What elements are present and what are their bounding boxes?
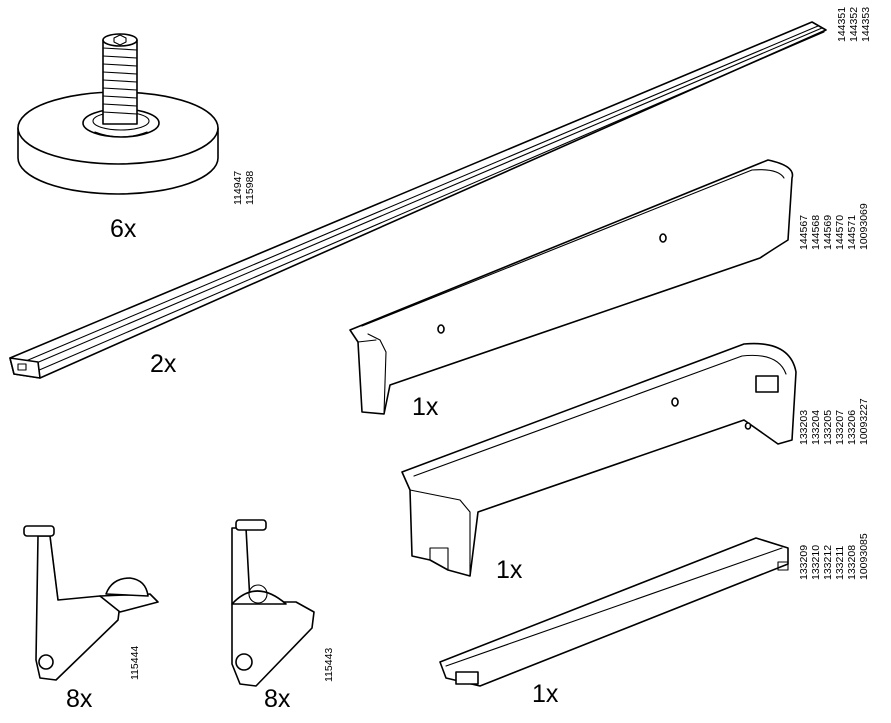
- clip-a-part-numbers: 115444: [129, 646, 141, 680]
- clip-b-quantity: 8x: [264, 685, 291, 713]
- part-number: 133206: [846, 410, 858, 445]
- part-number: 144568: [810, 215, 822, 250]
- cross-bar-quantity: 1x: [532, 680, 559, 708]
- part-number: 133204: [810, 410, 822, 445]
- part-number: 133212: [822, 545, 834, 580]
- cross-bar-icon: [439, 537, 789, 687]
- part-number: 144567: [798, 215, 810, 250]
- part-number: 133210: [810, 545, 822, 580]
- leveling-foot-quantity: 6x: [110, 215, 137, 243]
- side-bracket-part-numbers: 144567 144568 144569 144570 144571 10093…: [798, 203, 870, 250]
- side-bracket-quantity: 1x: [412, 393, 439, 421]
- clip-a-quantity: 8x: [66, 685, 93, 713]
- part-number: 10093069: [858, 203, 870, 250]
- part-number: 133211: [834, 546, 846, 580]
- u-bracket-icon: [401, 342, 797, 577]
- part-number: 133209: [798, 545, 810, 580]
- part-number: 144351: [836, 7, 848, 42]
- part-number: 115988: [244, 171, 256, 205]
- u-bracket-quantity: 1x: [496, 556, 523, 584]
- part-number: 144570: [834, 215, 846, 250]
- part-number: 144353: [860, 7, 872, 42]
- part-number: 144569: [822, 215, 834, 250]
- part-number: 115444: [129, 646, 141, 680]
- part-number: 144571: [846, 215, 858, 250]
- rail-part-numbers: 144351 144352 144353: [836, 7, 872, 42]
- cross-bar-part-numbers: 133209 133210 133212 133211 133208 10093…: [798, 533, 870, 580]
- leveling-foot-icon: [17, 33, 219, 195]
- part-number: 10093085: [858, 533, 870, 580]
- part-number: 10093227: [858, 398, 870, 445]
- clip-icon: [231, 519, 315, 687]
- part-number: 133205: [822, 410, 834, 445]
- leveling-foot-part-numbers: 114947 115988: [232, 171, 256, 205]
- part-number: 133207: [834, 410, 846, 445]
- u-bracket-part-numbers: 133203 133204 133205 133207 133206 10093…: [798, 398, 870, 445]
- rail-quantity: 2x: [150, 350, 177, 378]
- part-number: 114947: [232, 171, 244, 205]
- part-number: 133208: [846, 545, 858, 580]
- clip-icon: [23, 525, 159, 681]
- part-number: 133203: [798, 410, 810, 445]
- part-number: 115443: [323, 648, 335, 682]
- rail-icon: [9, 21, 827, 379]
- part-number: 144352: [848, 7, 860, 42]
- clip-b-part-numbers: 115443: [323, 648, 335, 682]
- bracket-icon: [349, 159, 794, 415]
